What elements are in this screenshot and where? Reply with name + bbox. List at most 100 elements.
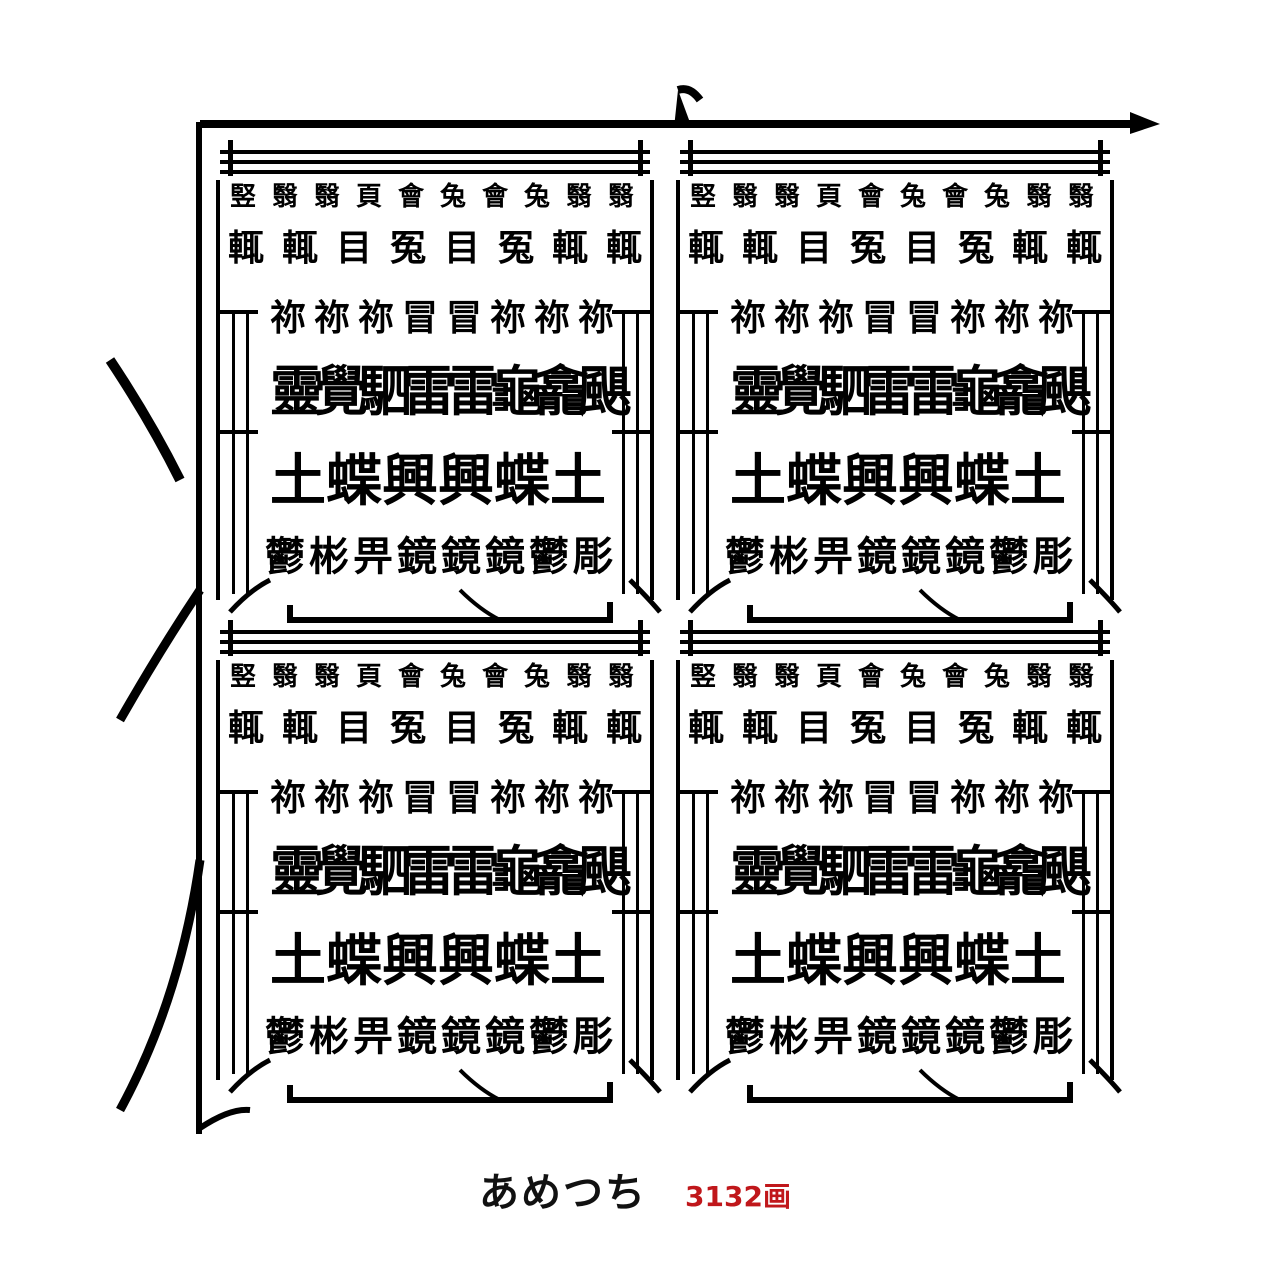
kanji-glyph: 冤 (390, 707, 426, 749)
kanji-glyph: 鏡 (857, 1013, 897, 1060)
kanji-glyph: 會 (482, 181, 509, 212)
kanji-glyph: 頁 (356, 182, 382, 212)
kanji-glyph: 土 (1010, 928, 1066, 994)
kanji-glyph: 土 (730, 448, 786, 514)
kanji-glyph: 輒 (228, 227, 264, 269)
kanji-glyph: 興 (842, 448, 898, 514)
kanji-glyph: 會 (398, 181, 425, 212)
kanji-glyph: 竪 (230, 182, 256, 212)
kanji-block: 竪翳翳頁會兔會兔翳翳輒輒目冤目冤輒輒祢祢祢冒冒祢祢祢靈覺駟雷雷龜龕颶土蝶興興蝶土… (216, 620, 660, 1100)
kanji-glyph: 龜 (490, 359, 544, 423)
kanji-glyph: 翳 (272, 662, 298, 692)
kanji-glyph: 興 (438, 448, 494, 514)
kanji-glyph: 冒 (906, 777, 942, 819)
kanji-glyph: 祢 (578, 777, 614, 819)
kanji-glyph: 祢 (1038, 297, 1074, 339)
kanji-glyph: 鏡 (945, 1013, 985, 1060)
kanji-glyph: 祢 (578, 297, 614, 339)
kanji-glyph: 畀 (813, 533, 853, 580)
kanji-glyph: 蝶 (326, 928, 383, 994)
kanji-glyph: 翳 (314, 662, 340, 692)
kanji-glyph: 土 (270, 928, 326, 994)
kanji-glyph: 彬 (309, 1013, 349, 1060)
kanji-glyph: 兔 (900, 662, 926, 692)
kanji-glyph: 會 (858, 661, 885, 692)
kanji-glyph: 駟 (358, 359, 412, 423)
kanji-glyph: 兔 (900, 182, 926, 212)
kanji-glyph: 翳 (608, 182, 634, 212)
kanji-glyph: 畀 (353, 1013, 393, 1060)
kanji-glyph: 雷 (446, 839, 500, 903)
kanji-glyph: 輒 (1066, 227, 1102, 269)
kanji-glyph: 兔 (524, 662, 550, 692)
kanji-glyph: 蝶 (326, 448, 383, 514)
kanji-glyph: 興 (382, 928, 438, 994)
kanji-glyph: 興 (898, 448, 954, 514)
kanji-glyph: 輒 (1012, 707, 1048, 749)
kanji-glyph: 彬 (769, 1013, 809, 1060)
kanji-glyph: 鬱 (989, 533, 1029, 580)
kanji-glyph: 冤 (850, 227, 886, 269)
kanji-glyph: 目 (444, 227, 480, 269)
kanji-glyph: 鏡 (945, 533, 985, 580)
kanji-glyph: 兔 (440, 662, 466, 692)
kanji-glyph: 鏡 (441, 533, 481, 580)
kanji-glyph: 鏡 (485, 533, 525, 580)
kanji-glyph: 蝶 (786, 448, 843, 514)
kanji-glyph: 彫 (1033, 533, 1073, 580)
outer-frame (105, 85, 1160, 1134)
kanji-glyph: 祢 (534, 297, 570, 339)
kanji-glyph: 雷 (402, 839, 456, 903)
kanji-glyph: 鏡 (397, 533, 437, 580)
kanji-glyph: 會 (482, 661, 509, 692)
kanji-glyph: 翳 (314, 182, 340, 212)
kanji-glyph: 颶 (578, 839, 632, 903)
kanji-glyph: 兔 (984, 182, 1010, 212)
kanji-glyph: 興 (438, 928, 494, 994)
kanji-glyph: 龕 (994, 359, 1049, 423)
stroke-count-label: 3132画 (685, 1180, 791, 1213)
kanji-glyph: 目 (336, 227, 372, 269)
kanji-glyph: 鏡 (441, 1013, 481, 1060)
kanji-glyph: 祢 (1038, 777, 1074, 819)
kanji-glyph: 靈 (730, 359, 784, 423)
kanji-glyph: 雷 (906, 359, 960, 423)
kanji-glyph: 祢 (358, 297, 394, 339)
kanji-glyph: 靈 (730, 839, 784, 903)
kanji-glyph: 興 (898, 928, 954, 994)
kanji-glyph: 輒 (228, 707, 264, 749)
kanji-glyph: 輒 (282, 707, 318, 749)
kanji-glyph: 覺 (314, 839, 368, 903)
kanji-glyph: 土 (550, 448, 606, 514)
kanji-glyph: 祢 (730, 297, 766, 339)
kanji-glyph: 畀 (813, 1013, 853, 1060)
kanji-glyph: 祢 (534, 777, 570, 819)
kanji-glyph: 土 (730, 928, 786, 994)
kanji-glyph: 鏡 (485, 1013, 525, 1060)
kanji-glyph: 輒 (552, 227, 588, 269)
kanji-glyph: 祢 (774, 297, 810, 339)
kanji-glyph: 祢 (314, 777, 350, 819)
kanji-glyph: 目 (796, 227, 832, 269)
kanji-glyph: 翳 (774, 182, 800, 212)
kanji-glyph: 雷 (906, 839, 960, 903)
kanji-glyph: 目 (444, 707, 480, 749)
kanji-block: 竪翳翳頁會兔會兔翳翳輒輒目冤目冤輒輒祢祢祢冒冒祢祢祢靈覺駟雷雷龜龕颶土蝶興興蝶土… (676, 140, 1120, 620)
kanji-glyph: 翳 (608, 662, 634, 692)
reading-label: あめつち (479, 1170, 648, 1216)
kanji-glyph: 蝶 (954, 448, 1011, 514)
kanji-glyph: 冤 (850, 707, 886, 749)
kanji-glyph: 翳 (1026, 182, 1052, 212)
kanji-glyph: 龕 (534, 359, 589, 423)
kanji-glyph: 翳 (1068, 182, 1094, 212)
kanji-glyph: 祢 (358, 777, 394, 819)
kanji-glyph: 覺 (314, 359, 368, 423)
kanji-glyph: 覺 (774, 359, 828, 423)
kanji-glyph: 翳 (566, 182, 592, 212)
kanji-glyph: 冒 (402, 297, 438, 339)
kanji-glyph: 冒 (446, 297, 482, 339)
kanji-glyph: 冒 (402, 777, 438, 819)
kanji-glyph: 輒 (606, 707, 642, 749)
kanji-glyph: 祢 (270, 777, 306, 819)
